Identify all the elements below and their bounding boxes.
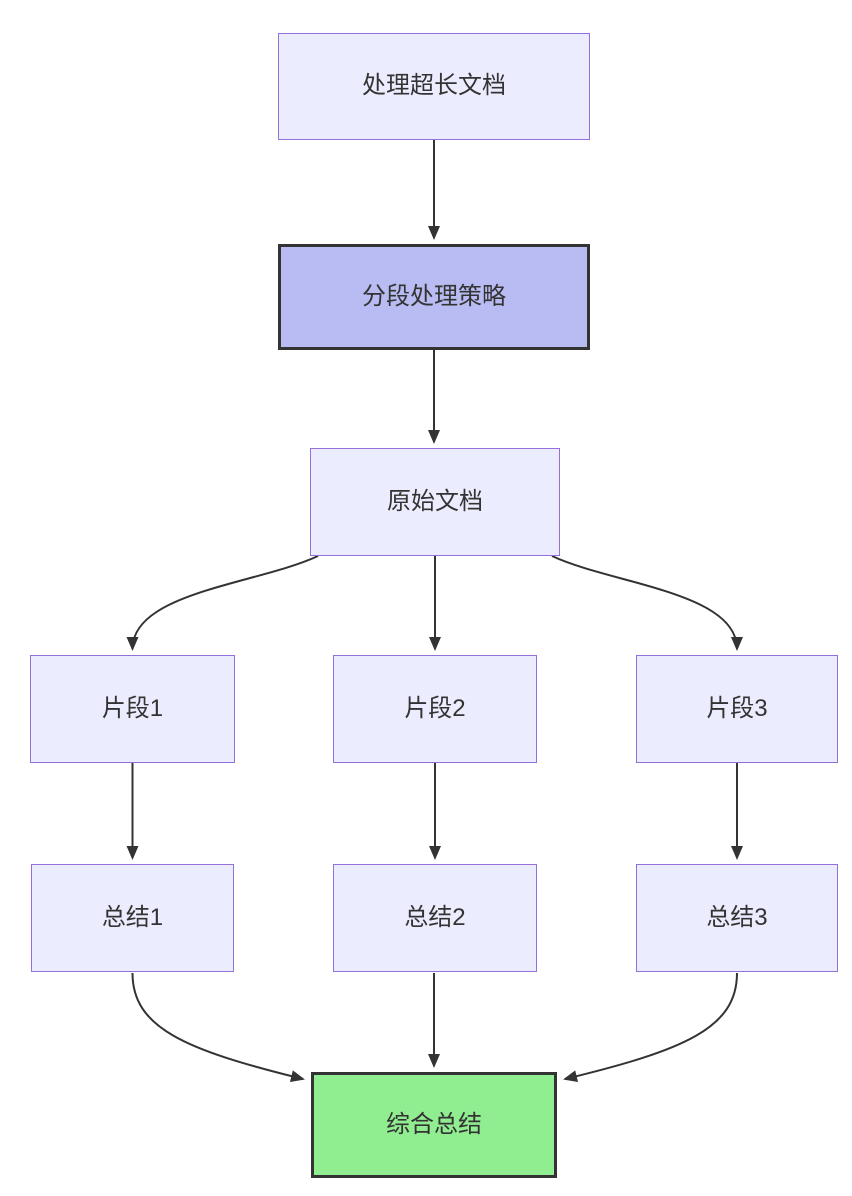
edge-C-F <box>551 555 743 651</box>
node-original-document: 原始文档 <box>310 448 560 556</box>
node-fragment-3: 片段3 <box>636 655 838 763</box>
edge-I-J <box>563 972 738 1083</box>
node-summary-3: 总结3 <box>636 864 838 972</box>
edge-C-D <box>126 555 319 651</box>
node-combined-summary: 综合总结 <box>311 1072 557 1178</box>
node-summary-1: 总结1 <box>31 864 234 972</box>
edge-G-J <box>131 972 305 1082</box>
node-segmentation-strategy: 分段处理策略 <box>278 244 590 350</box>
node-summary-2: 总结2 <box>333 864 537 972</box>
node-process-long-document: 处理超长文档 <box>278 33 590 140</box>
node-fragment-2: 片段2 <box>333 655 537 763</box>
node-fragment-1: 片段1 <box>30 655 235 763</box>
